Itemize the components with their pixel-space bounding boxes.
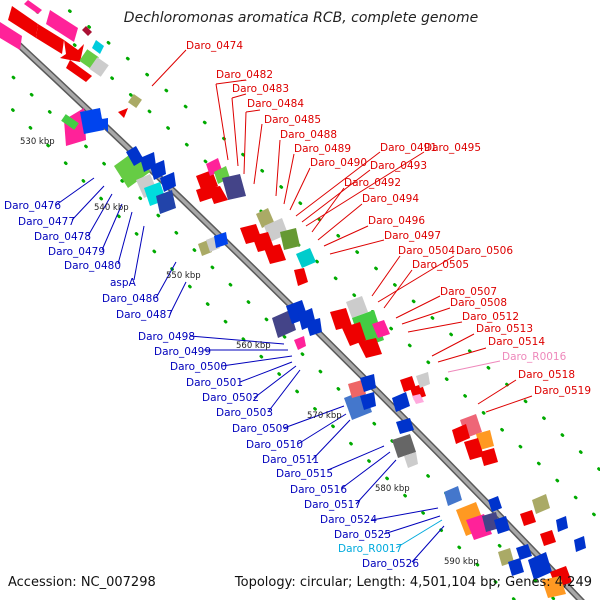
gene-label[interactable]: Daro_0479 <box>48 246 105 258</box>
gene-label[interactable]: Daro_0491 <box>380 142 437 154</box>
gene-label[interactable]: Daro_0501 <box>186 377 243 389</box>
gene-label[interactable]: Daro_0508 <box>450 297 507 309</box>
gene-label[interactable]: Daro_0509 <box>232 423 289 435</box>
gene-label[interactable]: Daro_0488 <box>280 129 337 141</box>
gene-label[interactable]: Daro_0492 <box>344 177 401 189</box>
gene-label[interactable]: Daro_0477 <box>18 216 75 228</box>
gene-label[interactable]: Daro_0511 <box>262 454 319 466</box>
gene-label[interactable]: Daro_0519 <box>534 385 591 397</box>
gene-label[interactable]: Daro_0512 <box>462 311 519 323</box>
accession-text: Accession: NC_007298 <box>8 575 156 590</box>
rna-leader-line <box>395 519 443 549</box>
gene-label[interactable]: Daro_0487 <box>116 309 173 321</box>
tick-label: 540 kbp <box>94 203 129 213</box>
gene-label[interactable]: Daro_0482 <box>216 69 273 81</box>
tick-label: 570 kbp <box>307 411 342 421</box>
gene-features <box>0 0 586 598</box>
gene-label[interactable]: Daro_0485 <box>264 114 321 126</box>
gene-label[interactable]: Daro_0516 <box>290 484 347 496</box>
gene-label[interactable]: Daro_0517 <box>304 499 361 511</box>
tick-label: 530 kbp <box>20 137 55 147</box>
forward-leader-lines <box>151 49 533 413</box>
gene-label[interactable]: Daro_0497 <box>384 230 441 242</box>
tick-label: 590 kbp <box>444 557 479 567</box>
gene-label[interactable]: Daro_0484 <box>247 98 304 110</box>
gene-label[interactable]: Daro_0480 <box>64 260 121 272</box>
reverse-gene-labels: Daro_0476 Daro_0477 Daro_0478 Daro_0479 … <box>4 200 419 570</box>
pseudo-leader-line <box>447 360 501 373</box>
gene-label[interactable]: Daro_0496 <box>368 215 425 227</box>
gene-label[interactable]: Daro_0503 <box>216 407 273 419</box>
gene-label[interactable]: Daro_0474 <box>186 40 243 52</box>
tick-label: 560 kbp <box>236 341 271 351</box>
gene-label[interactable]: Daro_0486 <box>102 293 159 305</box>
gene-label[interactable]: aspA <box>110 277 137 289</box>
gene-label[interactable]: Daro_0493 <box>370 160 427 172</box>
gene-label[interactable]: Daro_0494 <box>362 193 419 205</box>
gene-label[interactable]: Daro_0507 <box>440 286 497 298</box>
gene-label[interactable]: Daro_0510 <box>246 439 303 451</box>
genome-summary-text: Topology: circular; Length: 4,501,104 bp… <box>234 575 592 590</box>
gene-label[interactable]: Daro_R0016 <box>502 351 567 363</box>
gene-label[interactable]: Daro_0476 <box>4 200 61 212</box>
forward-gene-labels: Daro_0474 Daro_0482 Daro_0483 Daro_0484 … <box>186 40 591 397</box>
gene-label[interactable]: Daro_0490 <box>310 157 367 169</box>
gene-label[interactable]: Daro_0514 <box>488 336 545 348</box>
gene-label[interactable]: Daro_0506 <box>456 245 513 257</box>
gene-label[interactable]: Daro_0518 <box>518 369 575 381</box>
gene-label[interactable]: Daro_0489 <box>294 143 351 155</box>
gene-label[interactable]: Daro_0478 <box>34 231 91 243</box>
gene-label[interactable]: Daro_0505 <box>412 259 469 271</box>
gene-label[interactable]: Daro_0515 <box>276 468 333 480</box>
gene-label[interactable]: Daro_0513 <box>476 323 533 335</box>
gene-label[interactable]: Daro_0498 <box>138 331 195 343</box>
tick-label: 580 kbp <box>375 484 410 494</box>
gene-label[interactable]: Daro_0526 <box>362 558 419 570</box>
gene-label[interactable]: Daro_0499 <box>154 346 211 358</box>
gene-label[interactable]: Daro_R0017 <box>338 543 402 555</box>
position-ticks: 530 kbp 540 kbp 550 kbp 560 kbp 570 kbp … <box>20 137 479 567</box>
reverse-leader-lines <box>55 177 445 563</box>
gene-label[interactable]: Daro_0524 <box>320 514 377 526</box>
gene-label[interactable]: Daro_0500 <box>170 361 227 373</box>
gene-label[interactable]: Daro_0504 <box>398 245 455 257</box>
tick-label: 550 kbp <box>166 271 201 281</box>
gene-label[interactable]: Daro_0525 <box>334 529 391 541</box>
gene-label[interactable]: Daro_0502 <box>202 392 259 404</box>
map-title: Dechloromonas aromatica RCB, complete ge… <box>124 10 478 26</box>
gene-label[interactable]: Daro_0495 <box>424 142 481 154</box>
gene-label[interactable]: Daro_0483 <box>232 83 289 95</box>
